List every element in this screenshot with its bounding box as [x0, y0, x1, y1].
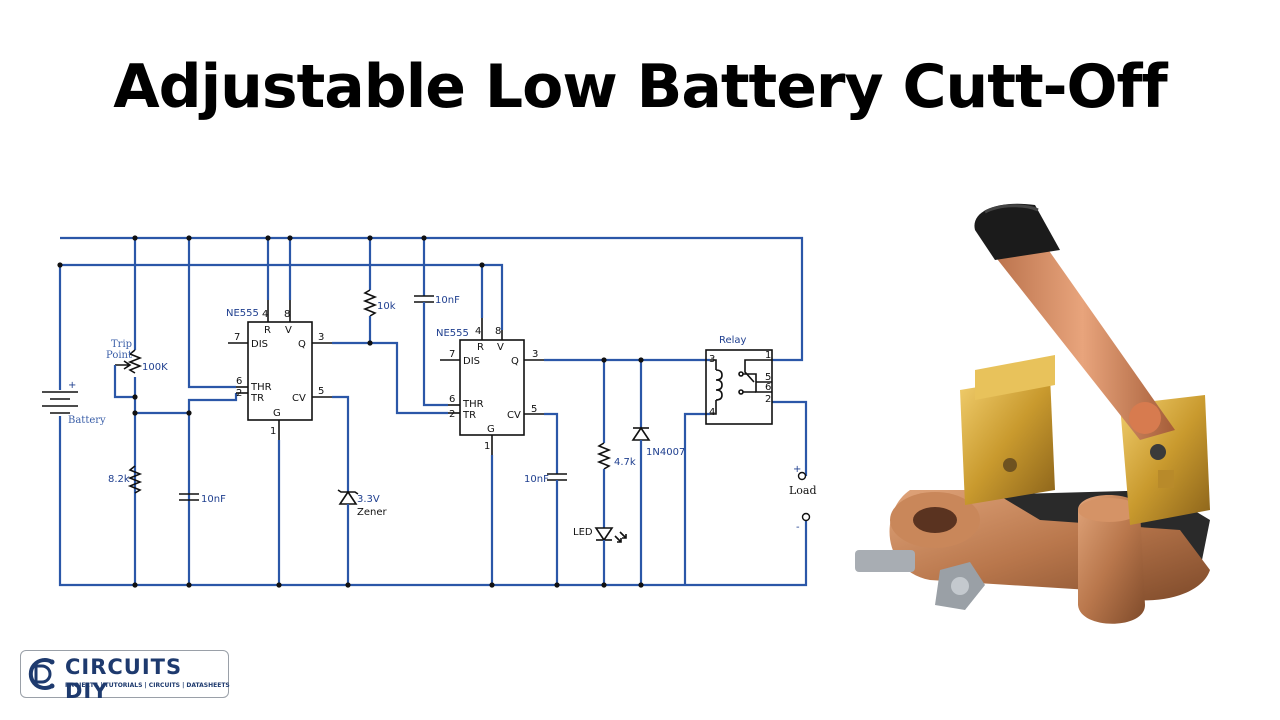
load-minus-label: -: [796, 522, 800, 533]
ic1-pin-7: 7: [234, 332, 240, 343]
relay-pin-4: 4: [709, 407, 715, 418]
ic2-pin-2: 2: [449, 409, 455, 420]
diode-label: 1N4007: [646, 447, 685, 458]
zener-label: Zener: [357, 507, 387, 518]
ic2-pin-6: 6: [449, 394, 455, 405]
pot-label: 100K: [142, 362, 168, 373]
ic2-pin-1: 1: [484, 441, 490, 452]
r10k-label: 10k: [377, 301, 396, 312]
logo-name: CIRCUITS DIY: [65, 655, 183, 703]
ic1-pin-3: 3: [318, 332, 324, 343]
ic2-pin-5: 5: [531, 404, 537, 415]
ic1-v: V: [285, 325, 292, 336]
ic2-thr: THR: [462, 399, 484, 410]
ic2-tr: TR: [462, 410, 476, 421]
relay-pin-1: 1: [765, 350, 771, 361]
ic1-pin-5: 5: [318, 386, 324, 397]
cap2-label: 10nF: [524, 474, 549, 485]
relay-pin-6: 6: [765, 382, 771, 393]
ic1-r: R: [264, 325, 271, 336]
ic2-pin-7: 7: [449, 349, 455, 360]
ic2-pin-3: 3: [532, 349, 538, 360]
ic2-name: NE555: [436, 328, 469, 339]
ic2-r: R: [477, 342, 484, 353]
ic2-g: G: [487, 424, 495, 435]
trip-label-2: Point: [106, 350, 132, 361]
relay-pin-2: 2: [765, 394, 771, 405]
ic2-dis: DIS: [463, 356, 480, 367]
ic1-q: Q: [298, 339, 306, 350]
logo-tagline: PROJECTS | TUTORIALS | CIRCUITS | DATASH…: [65, 682, 230, 689]
ic1-pin-1: 1: [270, 426, 276, 437]
battery-symbol: [42, 391, 78, 414]
logo-mark-icon: [28, 658, 55, 690]
zener-voltage-label: 3.3V: [357, 494, 380, 505]
circuit-schematic: + Battery Trip Point 100K 8.2k 10nF NE55…: [42, 235, 817, 588]
ic1-g: G: [273, 408, 281, 419]
ic2-cv: CV: [507, 410, 521, 421]
ic1-dis: DIS: [251, 339, 268, 350]
ic1-tr: TR: [250, 393, 264, 404]
ic2-v: V: [497, 342, 504, 353]
r-bottom-label: 8.2k: [108, 474, 130, 485]
junction-dots: [57, 235, 644, 588]
battery-plus-label: +: [68, 380, 76, 391]
battery-label: Battery: [68, 415, 106, 426]
relay-pin-5: 5: [765, 372, 771, 383]
cap1-label: 10nF: [201, 494, 226, 505]
battery-disconnect-switch-image: [855, 203, 1210, 624]
ic1-pin-8: 8: [284, 309, 290, 320]
load-label: Load: [789, 484, 817, 497]
ic2-pin-4: 4: [475, 326, 481, 337]
relay-label: Relay: [719, 335, 747, 346]
r47-label: 4.7k: [614, 457, 636, 468]
ic1-pin-6: 6: [236, 376, 242, 387]
page-title: Adjustable Low Battery Cutt-Off: [113, 52, 1168, 122]
cap-top-label: 10nF: [435, 295, 460, 306]
relay-pin-3: 3: [709, 354, 715, 365]
ic1-pin-4: 4: [262, 309, 268, 320]
ic2-q: Q: [511, 356, 519, 367]
led-label: LED: [573, 527, 593, 538]
ic1-pin-2: 2: [236, 388, 242, 399]
trip-label-1: Trip: [111, 339, 132, 350]
circuits-diy-logo: CIRCUITS DIY PROJECTS | TUTORIALS | CIRC…: [20, 650, 230, 703]
load-plus-label: +: [793, 464, 801, 475]
ic1-cv: CV: [292, 393, 306, 404]
ic1-name: NE555: [226, 308, 259, 319]
ic2-pin-8: 8: [495, 326, 501, 337]
ic1-thr: THR: [250, 382, 272, 393]
